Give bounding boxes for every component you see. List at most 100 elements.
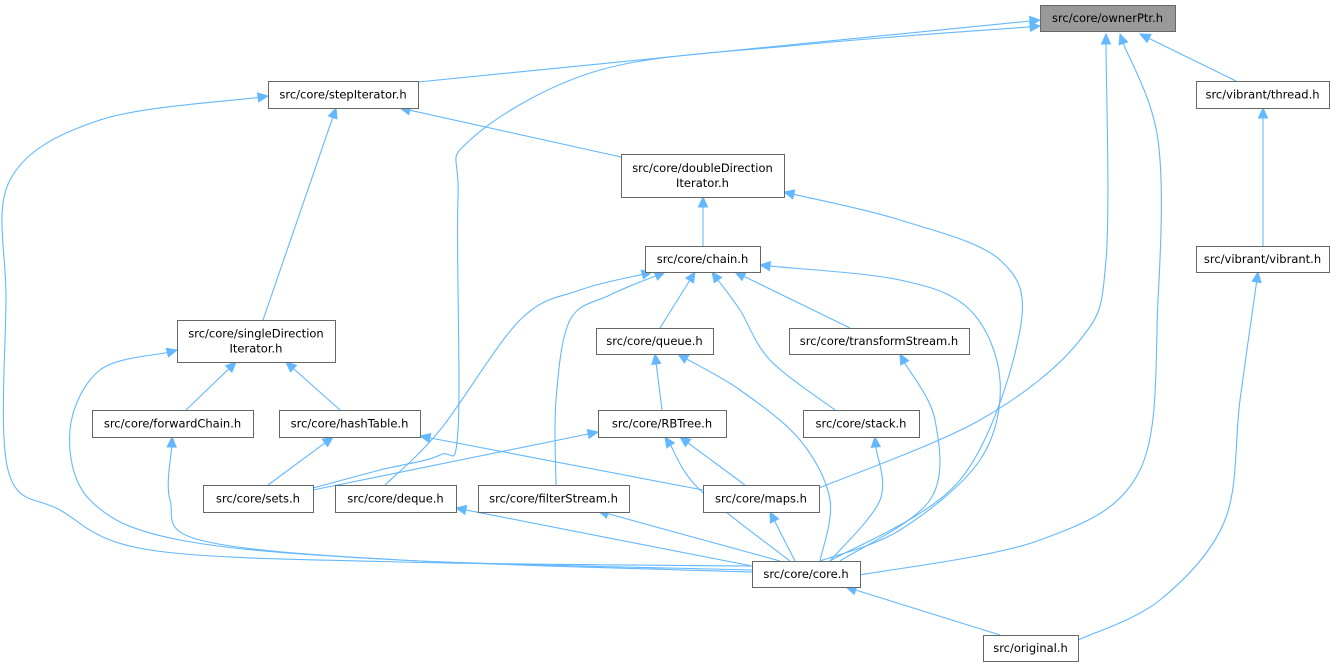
node-box[interactable] [268, 81, 419, 109]
edge-arrowhead [664, 435, 676, 449]
edge-line [1, 96, 753, 567]
edge-core-to-fwd [166, 435, 753, 573]
node-box[interactable] [92, 410, 254, 438]
node-fwd[interactable]: src/core/forwardChain.h [92, 410, 254, 438]
edge-line [293, 368, 341, 411]
node-box[interactable] [279, 410, 421, 438]
node-sets[interactable]: src/core/sets.h [203, 485, 314, 513]
edge-line [185, 368, 230, 411]
edge-vibrant-to-thread [1257, 106, 1269, 246]
node-label: src/core/hashTable.h [291, 417, 409, 431]
node-label: src/core/singleDirection [188, 327, 323, 341]
node-box[interactable] [983, 635, 1079, 662]
edge-arrowhead [870, 435, 882, 448]
edge-arrowhead [684, 270, 696, 284]
edge-line [859, 43, 1162, 576]
node-label: src/core/ownerPtr.h [1052, 11, 1163, 25]
node-stack[interactable]: src/core/stack.h [803, 410, 920, 438]
edge-core-to-single [69, 347, 753, 571]
node-box[interactable] [1040, 5, 1176, 32]
node-box[interactable] [596, 328, 714, 355]
node-queue[interactable]: src/core/queue.h [596, 328, 714, 355]
edge-line [267, 442, 326, 486]
edge-sets-to-hash [267, 436, 334, 486]
node-box[interactable] [789, 328, 970, 355]
node-label: src/core/core.h [763, 567, 848, 581]
node-box[interactable] [335, 485, 457, 513]
node-label: src/core/stepIterator.h [279, 88, 406, 102]
node-ts[interactable]: src/core/transformStream.h [789, 328, 970, 355]
node-label: src/vibrant/vibrant.h [1204, 252, 1321, 266]
edge-arrowhead [697, 195, 709, 208]
node-box[interactable] [598, 410, 727, 438]
node-chain[interactable]: src/core/chain.h [645, 246, 761, 273]
node-box[interactable] [803, 410, 920, 438]
node-box[interactable] [478, 485, 630, 513]
edge-fwd-to-single [185, 361, 237, 411]
edge-sets-to-owner [312, 21, 1042, 489]
edge-arrowhead [1100, 32, 1112, 45]
node-step[interactable]: src/core/stepIterator.h [268, 81, 419, 109]
edge-core-to-queue [676, 353, 832, 562]
edge-arrowhead [758, 260, 771, 272]
node-orig[interactable]: src/original.h [983, 635, 1079, 662]
edge-core-to-maps [769, 510, 796, 562]
node-filter[interactable]: src/core/filterStream.h [478, 485, 630, 513]
node-box[interactable] [621, 154, 785, 198]
node-box[interactable] [177, 320, 336, 363]
node-vibrant[interactable]: src/vibrant/vibrant.h [1196, 246, 1330, 273]
node-box[interactable] [645, 246, 761, 273]
edge-line [774, 520, 796, 562]
edge-arrowhead [166, 435, 177, 448]
edge-hash-to-single [285, 361, 341, 411]
edge-line [829, 446, 884, 562]
edge-sets-to-rb [312, 428, 600, 491]
node-label: src/core/deque.h [347, 492, 443, 506]
edge-line [262, 117, 334, 321]
edge-arrowhead [1257, 106, 1269, 119]
node-owner[interactable]: src/core/ownerPtr.h [1040, 5, 1176, 32]
edge-line [1148, 37, 1237, 82]
node-label: src/core/forwardChain.h [104, 417, 241, 431]
node-hash[interactable]: src/core/hashTable.h [279, 410, 421, 438]
node-box[interactable] [752, 561, 861, 588]
node-box[interactable] [1196, 81, 1330, 109]
node-thread[interactable]: src/vibrant/thread.h [1196, 81, 1330, 109]
edge-core-to-step [1, 92, 753, 567]
node-label: src/core/transformStream.h [800, 334, 958, 348]
edge-line [818, 43, 1109, 489]
edge-line [607, 513, 781, 562]
node-box[interactable] [1196, 246, 1330, 273]
node-rb[interactable]: src/core/RBTree.h [598, 410, 727, 438]
edge-line [465, 509, 753, 567]
edge-maps-to-owner [818, 32, 1112, 489]
edge-arrowhead [782, 189, 796, 200]
edge-orig-to-vibrant [1077, 270, 1262, 641]
edge-line [839, 362, 941, 562]
edge-line [687, 442, 746, 486]
node-box[interactable] [703, 485, 820, 513]
edge-single-to-step [262, 106, 338, 321]
edge-arrowhead [733, 271, 747, 282]
edge-line [793, 193, 1024, 562]
node-deque[interactable]: src/core/deque.h [335, 485, 457, 513]
node-label: src/core/doubleDirection [632, 161, 773, 175]
edge-core-to-deque [454, 504, 753, 567]
edge-line [312, 26, 1031, 489]
node-box[interactable] [203, 485, 314, 513]
node-label: src/core/sets.h [216, 492, 300, 506]
node-label: Iterator.h [230, 342, 283, 356]
edge-line [554, 275, 656, 486]
node-core[interactable]: src/core/core.h [752, 561, 861, 588]
node-maps[interactable]: src/core/maps.h [703, 485, 820, 513]
edge-ts-to-chain [733, 271, 851, 329]
edge-arrowhead [899, 352, 910, 366]
edge-line [659, 280, 691, 329]
node-label: src/core/filterStream.h [489, 492, 618, 506]
node-label: src/core/maps.h [715, 492, 807, 506]
edge-orig-to-core [844, 585, 1001, 636]
node-label: src/vibrant/thread.h [1205, 88, 1319, 102]
